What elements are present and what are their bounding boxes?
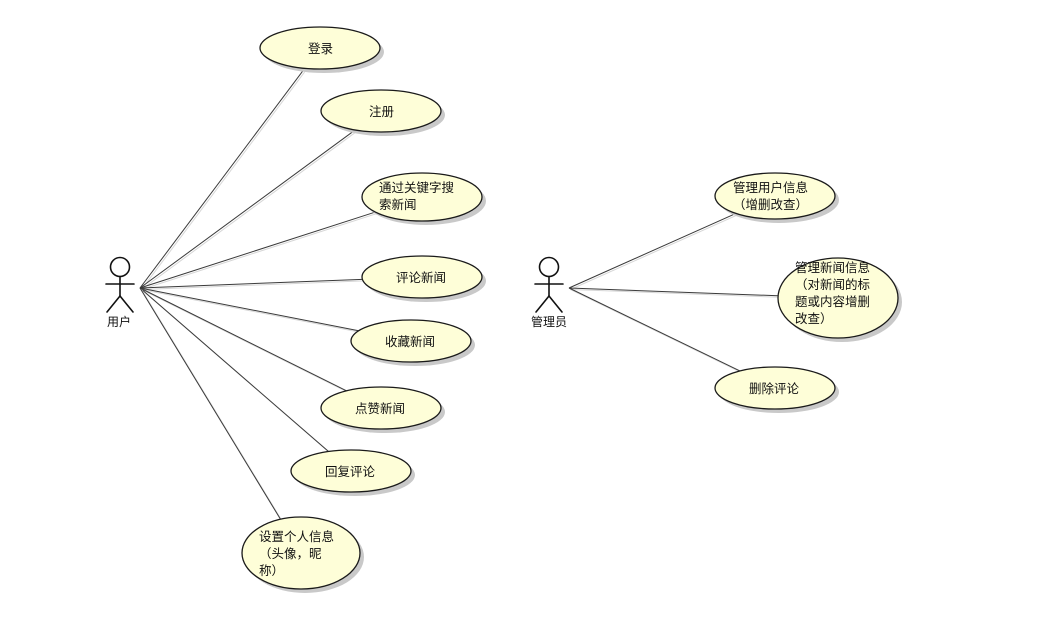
use-case-label-line: 注册 — [369, 104, 395, 119]
use-cases — [241, 26, 902, 593]
actor-user-label: 用户 — [107, 315, 132, 329]
association-user-like-news — [139, 287, 347, 392]
use-case-label-manage-users: 管理用户信息 （增删改查） — [733, 179, 808, 213]
actor-admin[interactable] — [534, 256, 564, 313]
use-case-favorite-news[interactable] — [350, 319, 475, 366]
use-case-search-news[interactable] — [361, 172, 486, 225]
use-case-ellipse — [361, 255, 483, 299]
actor-admin-head — [538, 256, 560, 278]
actor-admin-label: 管理员 — [531, 315, 568, 329]
use-case-register[interactable] — [320, 89, 445, 136]
use-case-label-manage-news: 管理新闻信息 （对新闻的标题或内容增删改查） — [795, 259, 870, 327]
use-case-delete-comment[interactable] — [714, 366, 839, 413]
use-case-label-line: 设置个人信息 — [259, 529, 335, 544]
use-case-ellipse — [320, 89, 442, 133]
actor-user-head — [109, 256, 131, 278]
use-case-label-line: 点赞新闻 — [355, 401, 406, 416]
association-shadow-comment-news — [141, 280, 364, 290]
use-case-label-delete-comment: 删除评论 — [749, 380, 799, 397]
use-case-label-register: 注册 — [369, 103, 394, 120]
association-user-comment-news — [139, 278, 363, 289]
use-case-label-line: 称） — [259, 563, 285, 578]
use-case-label-line: 收藏新闻 — [385, 334, 436, 349]
actor-user-left-leg — [106, 295, 121, 313]
use-case-like-news[interactable] — [320, 386, 445, 433]
use-case-label-login: 登录 — [308, 40, 333, 57]
use-case-label-set-profile: 设置个人信息 （头像，昵称） — [259, 528, 334, 579]
use-case-label-line: 通过关键字搜 — [379, 180, 455, 195]
use-case-ellipse — [241, 516, 361, 590]
use-case-label-line: 管理新闻信息 — [795, 260, 871, 275]
use-case-ellipse — [714, 172, 836, 220]
use-case-label-line: 索新闻 — [379, 197, 417, 212]
use-case-manage-users[interactable] — [714, 172, 839, 223]
use-case-login[interactable] — [259, 26, 384, 73]
use-case-label-line: （对新闻的标 — [795, 277, 871, 292]
association-shadow-login — [141, 69, 307, 290]
use-case-label-comment-news: 评论新闻 — [396, 269, 446, 286]
use-case-ellipse — [290, 449, 412, 493]
use-case-label-line: 改查） — [795, 311, 833, 326]
association-user-favorite-news — [139, 287, 359, 332]
actor-user-right-leg — [119, 295, 134, 313]
association-shadow-manage-news — [570, 289, 780, 298]
use-case-ellipse — [259, 26, 381, 70]
association-admin-delete-comment — [568, 287, 741, 372]
association-shadow-like-news — [141, 289, 349, 393]
association-admin-manage-news — [568, 287, 779, 297]
association-shadow-register — [141, 131, 357, 290]
use-case-comment-news[interactable] — [361, 255, 486, 302]
association-shadow-set-profile — [141, 289, 283, 522]
actor-admin-left-leg — [535, 295, 550, 313]
use-case-manage-news[interactable] — [777, 257, 902, 342]
use-case-ellipse — [350, 319, 472, 363]
association-user-login — [139, 68, 306, 289]
association-admin-manage-users — [568, 212, 737, 289]
use-case-ellipse — [320, 386, 442, 430]
association-shadow-search-news — [141, 213, 377, 290]
use-case-label-line: 回复评论 — [325, 464, 376, 479]
actor-admin-right-leg — [548, 295, 563, 313]
association-user-register — [139, 129, 356, 289]
use-case-label-line: 登录 — [308, 41, 334, 56]
use-case-reply-comment[interactable] — [290, 449, 415, 496]
use-case-ellipse — [777, 257, 899, 339]
use-case-label-like-news: 点赞新闻 — [355, 400, 405, 417]
use-case-label-search-news: 通过关键字搜索新闻 — [379, 179, 454, 213]
use-case-label-line: 管理用户信息 — [733, 180, 809, 195]
use-case-label-line: 题或内容增删 — [795, 294, 871, 309]
actor-user[interactable] — [105, 256, 135, 313]
associations — [139, 68, 780, 522]
association-shadow-manage-users — [570, 214, 738, 290]
use-case-set-profile[interactable] — [241, 516, 364, 593]
use-case-label-line: （头像，昵 — [259, 546, 322, 561]
use-case-label-line: （增删改查） — [733, 197, 809, 212]
use-case-ellipse — [714, 366, 836, 410]
association-shadow-delete-comment — [570, 289, 742, 373]
association-user-search-news — [139, 211, 376, 289]
use-case-label-line: 删除评论 — [749, 381, 800, 396]
association-shadow-favorite-news — [141, 289, 361, 333]
use-case-label-favorite-news: 收藏新闻 — [385, 333, 435, 350]
association-user-set-profile — [139, 287, 281, 520]
use-case-label-reply-comment: 回复评论 — [325, 463, 375, 480]
association-user-reply-comment — [139, 287, 329, 452]
use-case-label-line: 评论新闻 — [396, 270, 447, 285]
use-case-ellipse — [361, 172, 483, 222]
